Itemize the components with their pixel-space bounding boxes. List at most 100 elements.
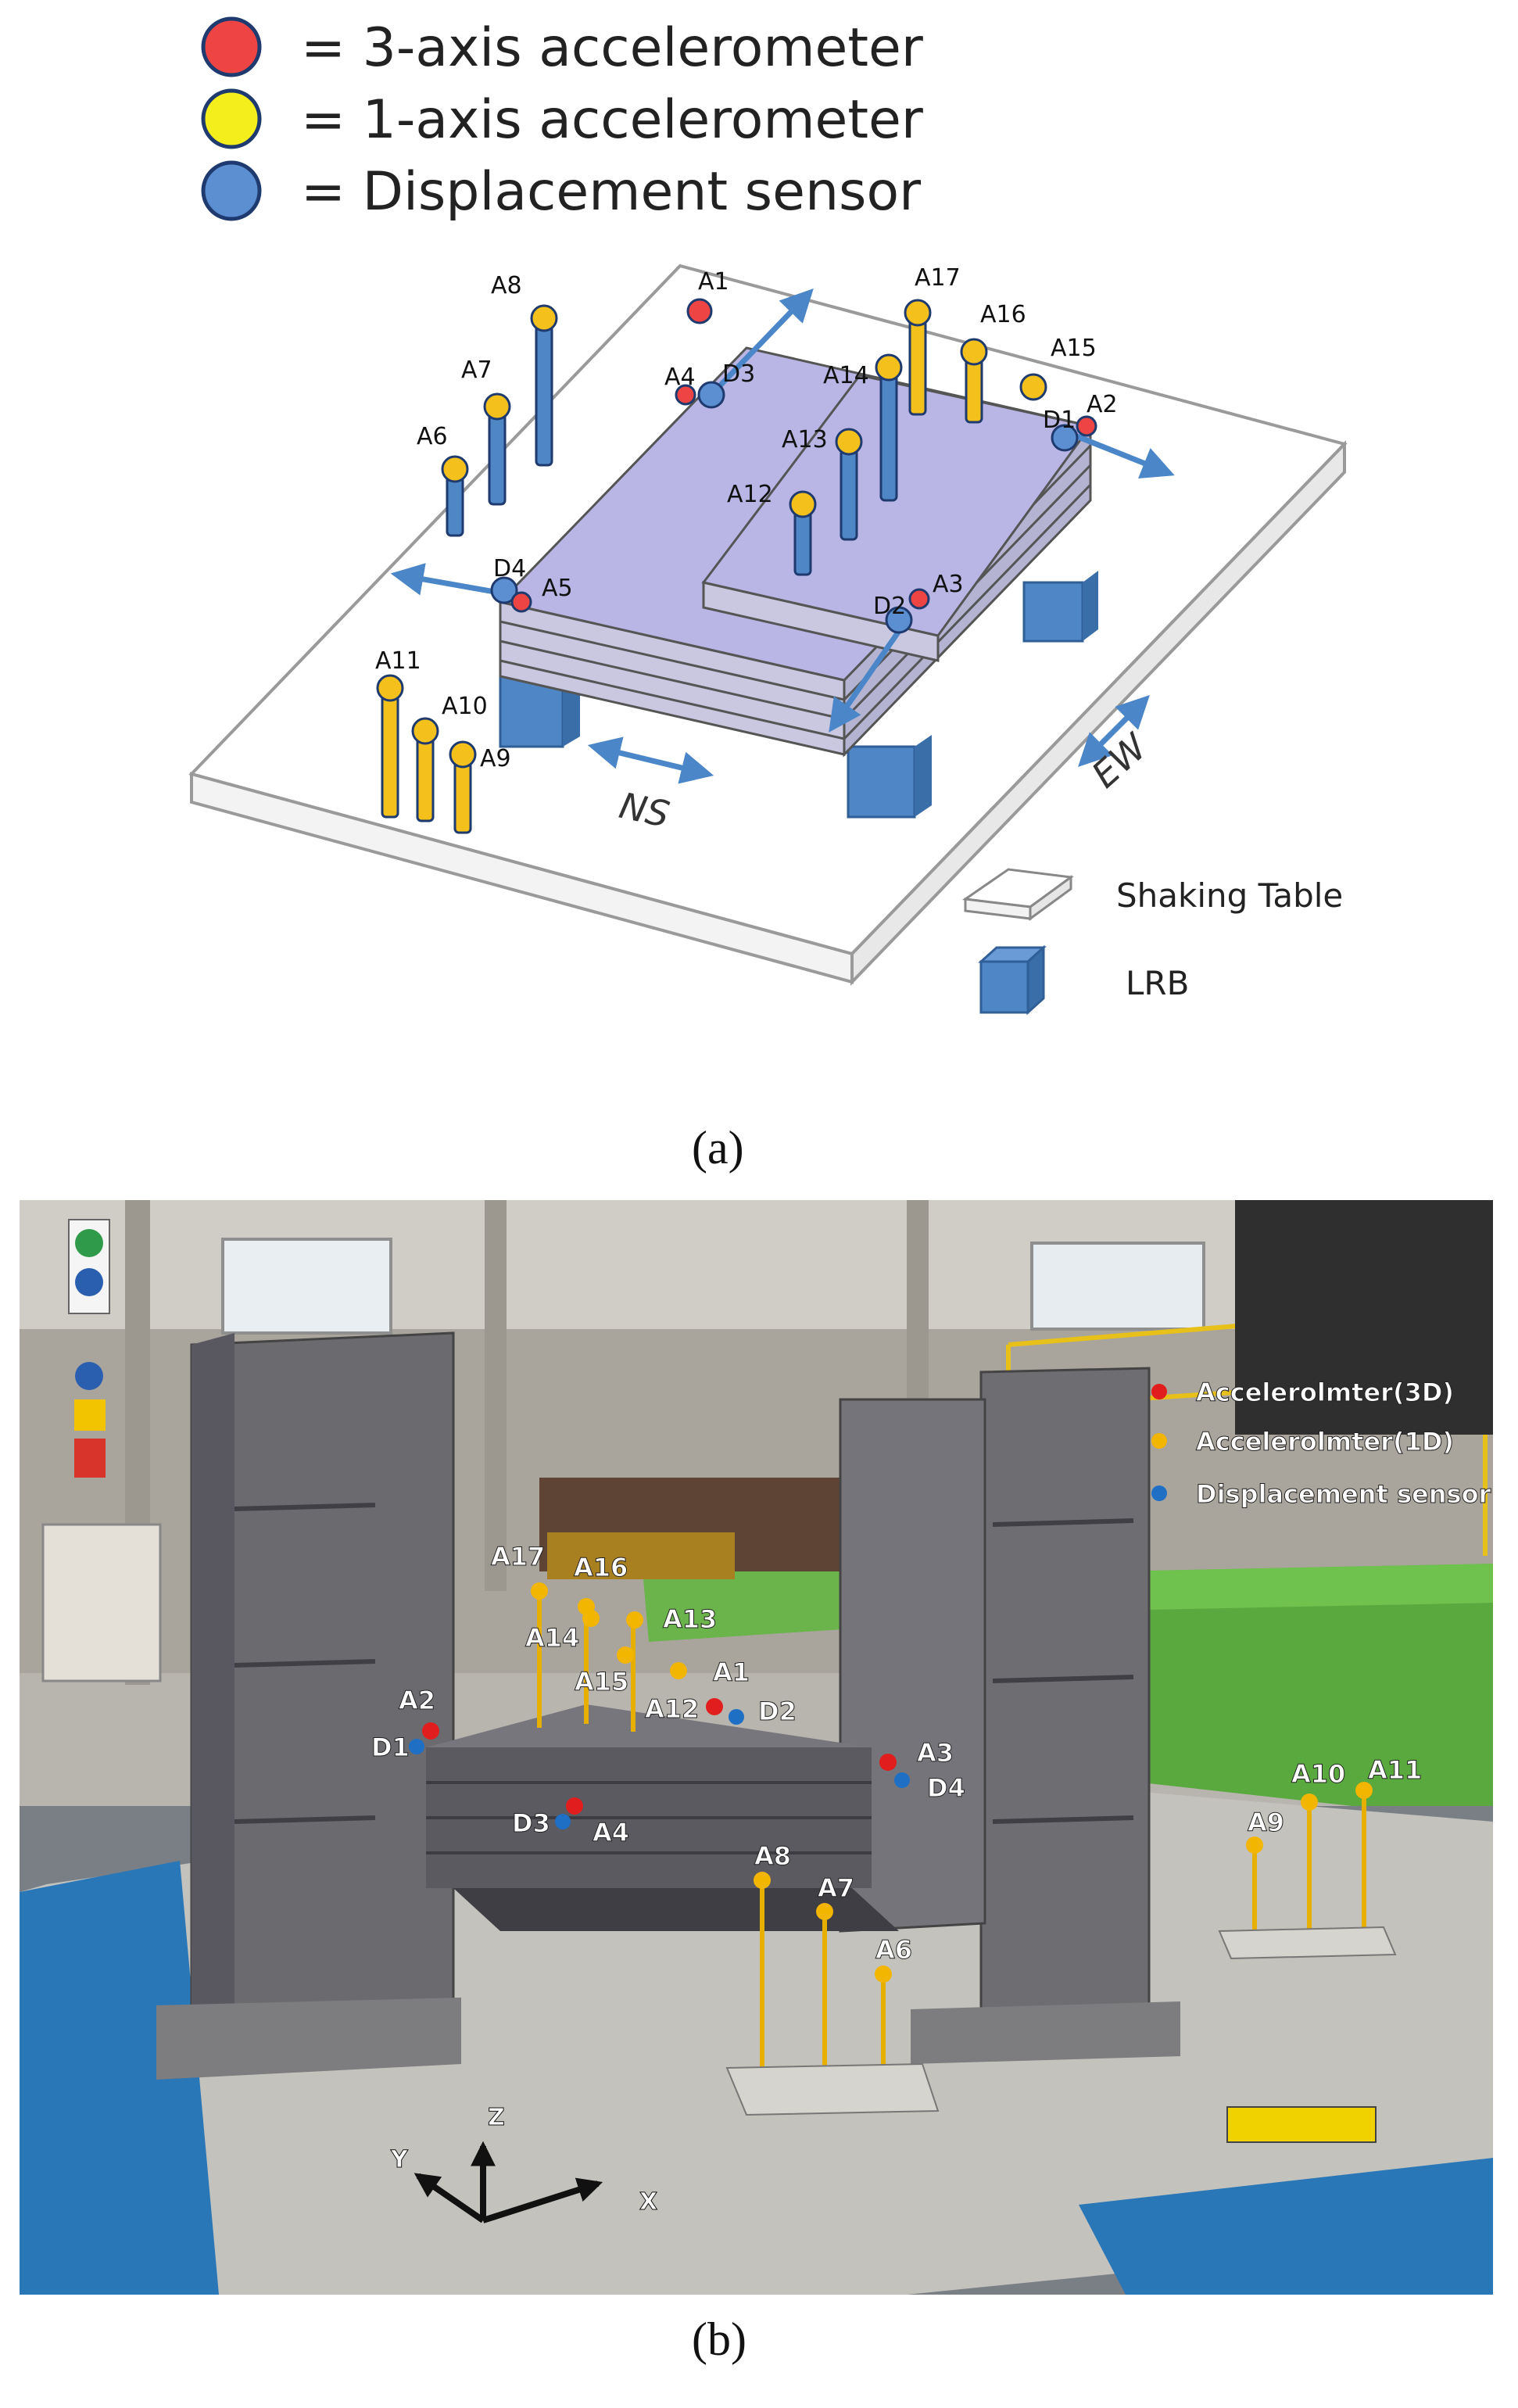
- photo-label-a3: A3: [917, 1738, 954, 1768]
- legend-label: = Displacement sensor: [301, 161, 921, 223]
- label-d4: D4: [493, 555, 526, 582]
- ns-label: NS: [616, 784, 673, 836]
- sensor-a3: [908, 588, 930, 610]
- key-label: Shaking Table: [1116, 876, 1343, 915]
- photo-label-d1: D1: [371, 1733, 410, 1762]
- photo-label-a12: A12: [645, 1694, 699, 1724]
- photo-label-a15: A15: [575, 1667, 628, 1697]
- ew-arrow: [1078, 695, 1150, 767]
- boot-sign-icon: [75, 1362, 103, 1390]
- photo-legend-label: Accelerolmter(3D): [1196, 1378, 1454, 1407]
- dot-a7: [816, 1903, 833, 1920]
- photo-label-a17: A17: [491, 1542, 545, 1571]
- label-a5: A5: [542, 575, 573, 602]
- key-shaking-table: Shaking Table: [961, 868, 1343, 921]
- photo-label-a4: A4: [593, 1818, 629, 1847]
- photo-sensor-dots: [409, 1582, 1373, 1983]
- dot-d4: [894, 1772, 910, 1788]
- safety-signs: [68, 1219, 110, 1478]
- sensor-poles: [376, 299, 1047, 834]
- dot-a3: [879, 1754, 897, 1771]
- dot-d3: [555, 1814, 571, 1829]
- axis-x-label: X: [639, 2188, 657, 2216]
- lrb-bearing: [499, 666, 580, 748]
- dot-a2: [422, 1722, 439, 1740]
- dot-a15: [617, 1647, 634, 1664]
- arrow: [1069, 431, 1175, 479]
- photo-label-a16: A16: [574, 1553, 628, 1582]
- steel-slab-specimen: [426, 1704, 899, 1931]
- steel-column-left: [156, 1331, 461, 2080]
- dot-a14: [582, 1610, 600, 1627]
- label-a2: A2: [1087, 391, 1118, 418]
- dot-d1: [409, 1739, 424, 1754]
- label-a15: A15: [1051, 335, 1097, 362]
- legend-item-3-axis: = 3-axis accelerometer: [201, 16, 923, 79]
- label-a12: A12: [727, 481, 773, 508]
- label-a1: A1: [698, 268, 729, 296]
- photo-sensor-labels: A17 A16 A14 A13 A15 A1 A12 D2 A2 D1 A3 D…: [371, 1542, 1423, 1965]
- axis-z-label: Z: [488, 2104, 505, 2131]
- dot-a10: [1301, 1793, 1318, 1811]
- label-d3: D3: [722, 360, 755, 388]
- dot-a1: [670, 1662, 687, 1679]
- yellow-dot-icon: [1151, 1433, 1167, 1449]
- blue-dot-icon: [1151, 1485, 1167, 1501]
- photo-legend-label: Accelerolmter(1D): [1196, 1427, 1454, 1457]
- sensor-a2: [1076, 415, 1097, 437]
- sensor-a4: [675, 384, 696, 406]
- label-a16: A16: [980, 301, 1026, 328]
- dot-a13: [626, 1611, 643, 1629]
- photo-label-a6: A6: [875, 1935, 912, 1965]
- label-d1: D1: [1043, 407, 1076, 434]
- direction-arrows: [390, 288, 1175, 784]
- label-a8: A8: [491, 272, 522, 299]
- sensor-a1: [686, 298, 713, 324]
- lrb-bearing: [847, 735, 932, 819]
- key-lrb: LRB: [978, 944, 1189, 1016]
- diagram-key: Shaking Table LRB: [961, 868, 1343, 1016]
- red-dot-icon: [1151, 1384, 1167, 1399]
- label-a3: A3: [933, 571, 964, 598]
- legend: = 3-axis accelerometer = 1-axis accelero…: [201, 16, 923, 223]
- lrb-bearing: [1022, 571, 1098, 643]
- photo-label-a10: A10: [1291, 1759, 1345, 1789]
- legend-label: = 3-axis accelerometer: [301, 17, 923, 79]
- sensor-d2: [885, 606, 913, 634]
- photo-label-d3: D3: [512, 1808, 550, 1838]
- ew-label: EW: [1083, 725, 1156, 796]
- photo-label-a14: A14: [525, 1623, 579, 1653]
- photo-label-a11: A11: [1368, 1755, 1422, 1785]
- photo-label-d4: D4: [927, 1773, 965, 1803]
- red-dot-icon: [201, 16, 262, 77]
- legend-label: = 1-axis accelerometer: [301, 89, 923, 151]
- dot-a9: [1246, 1836, 1263, 1854]
- photo-label-a13: A13: [663, 1604, 717, 1634]
- label-a14: A14: [823, 362, 869, 389]
- dot-a12: [706, 1698, 723, 1715]
- plus-sign-icon: [75, 1229, 103, 1257]
- dot-d2: [729, 1709, 744, 1725]
- steel-column-right: [839, 1367, 1180, 2064]
- label-a6: A6: [417, 423, 448, 450]
- dot-a6: [875, 1965, 892, 1983]
- photo-label-d2: D2: [758, 1697, 797, 1726]
- legend-item-displacement: = Displacement sensor: [201, 160, 921, 223]
- photo-legend: Accelerolmter(3D) Accelerolmter(1D) Disp…: [1151, 1378, 1491, 1510]
- test-setup-photo: A17 A16 A14 A13 A15 A1 A12 D2 A2 D1 A3 D…: [20, 1200, 1493, 2295]
- caption-a: (a): [692, 1122, 744, 1174]
- label-d2: D2: [873, 593, 906, 620]
- photo-label-a2: A2: [399, 1686, 435, 1715]
- arrow: [829, 624, 905, 733]
- sensor-d4: [490, 576, 518, 604]
- label-a11: A11: [375, 647, 421, 675]
- photo-label-a7: A7: [818, 1873, 854, 1903]
- sensor-labels: A1 A8 A7 A6 A4 D3 A17 A16 A15 A14 D1 A2 …: [375, 264, 1118, 772]
- caption-b: (b): [692, 2313, 746, 2365]
- label-a4: A4: [664, 364, 696, 391]
- label-a13: A13: [782, 426, 828, 453]
- point-sensors: [490, 298, 1097, 634]
- yellow-dot-icon: [201, 88, 262, 149]
- ns-arrow: [587, 736, 714, 784]
